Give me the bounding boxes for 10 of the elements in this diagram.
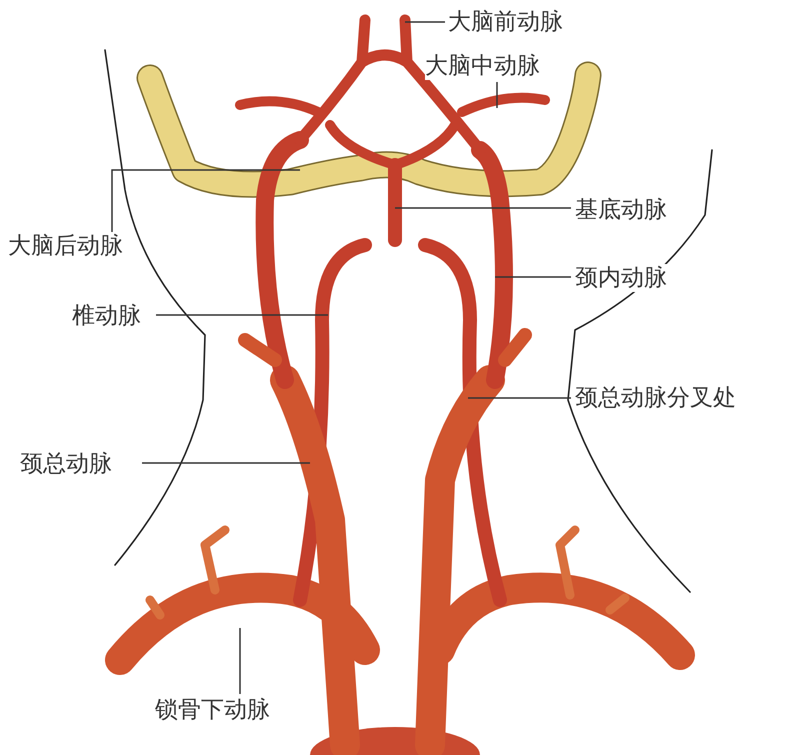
leader-line (156, 314, 328, 316)
artery-label: 颈内动脉 (575, 264, 667, 292)
leader-line (239, 628, 241, 694)
leader-line (468, 397, 571, 399)
leader-line (495, 276, 571, 278)
leader-line (405, 21, 445, 23)
artery-label: 大脑中动脉 (425, 52, 540, 80)
leader-line (142, 462, 310, 464)
leader-line (395, 207, 571, 209)
leader-line (111, 169, 300, 232)
